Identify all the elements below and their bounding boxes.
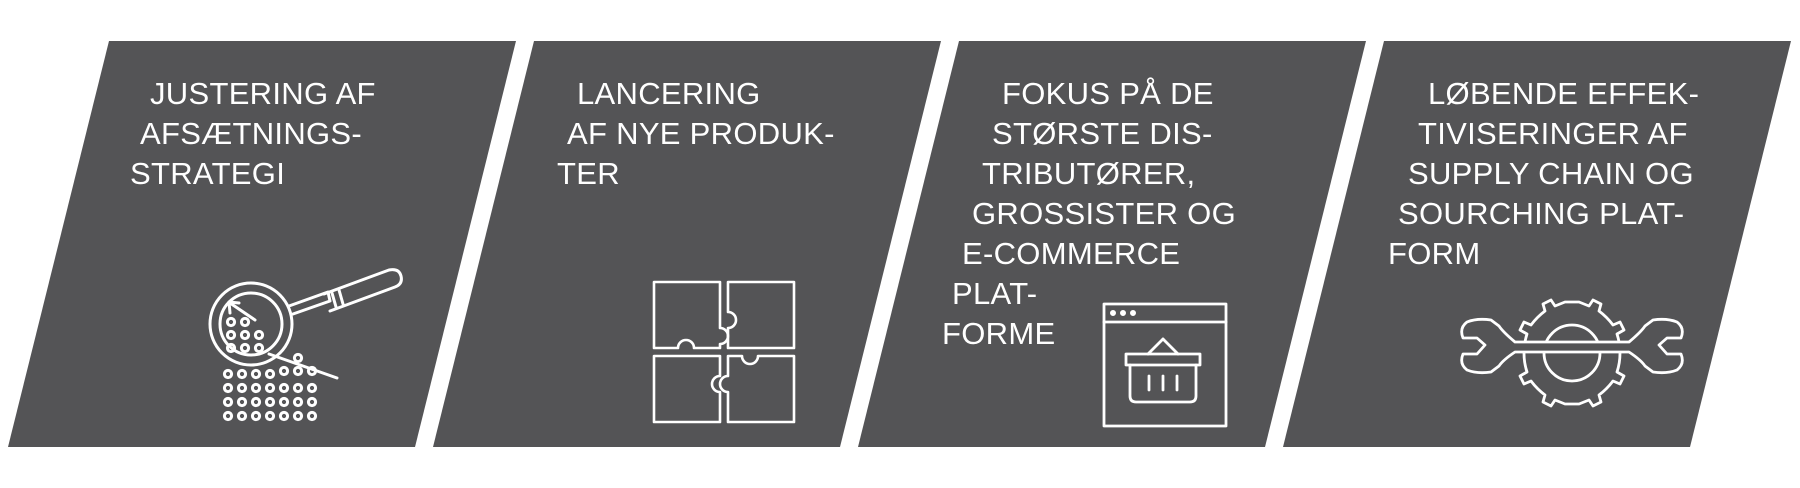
panel-3-line: PLAT-	[952, 276, 1038, 311]
wrench-outline	[1460, 317, 1684, 375]
panel-3-line: TRIBUTØRER,	[982, 156, 1196, 191]
panel-3-line: STØRSTE DIS-	[992, 116, 1213, 151]
panel-4-line: TIVISERINGER AF	[1418, 116, 1688, 151]
panel-3-line: FORME	[942, 316, 1056, 351]
panel-4-shape	[1283, 41, 1791, 447]
panel-1-line: AFSÆTNINGS-	[140, 116, 363, 151]
panel-3-line: FOKUS PÅ DE	[1002, 76, 1214, 111]
panel-3-shape	[858, 41, 1366, 447]
panel-4-line: FORM	[1388, 236, 1481, 271]
panel-1-line: STRATEGI	[130, 156, 286, 191]
magnifier-dots-icon	[208, 268, 403, 422]
panel-4-line: LØBENDE EFFEK-	[1428, 76, 1700, 111]
panel-1-shape	[8, 41, 516, 447]
puzzle-piece-br	[718, 354, 796, 424]
panel-2-shape	[433, 41, 941, 447]
gear-wrench-icon	[1460, 298, 1684, 408]
panel-4-line: SUPPLY CHAIN OG	[1408, 156, 1694, 191]
panel-2-line: TER	[557, 156, 620, 191]
shopping-basket-browser-icon	[1102, 302, 1228, 428]
dots-grid	[222, 352, 318, 422]
panel-3-line: E-COMMERCE	[962, 236, 1181, 271]
panel-3-line: GROSSISTER OG	[972, 196, 1236, 231]
puzzle-piece-bl	[652, 354, 722, 424]
panel-2-line: AF NYE PRODUK-	[567, 116, 835, 151]
panel-3-heading: FOKUS PÅ DE STØRSTE DIS- TRIBUTØRER, GRO…	[940, 74, 1236, 354]
panel-4-line: SOURCHING PLAT-	[1398, 196, 1685, 231]
puzzle-piece-tl	[652, 280, 730, 350]
puzzle-icon	[652, 280, 796, 424]
panel-1-heading: JUSTERING AF AFSÆTNINGS- STRATEGI	[128, 74, 375, 194]
panel-2-line: LANCERING	[577, 76, 761, 111]
dots-inside	[225, 316, 265, 354]
panel-2-heading: LANCERING AF NYE PRODUK- TER	[555, 74, 834, 194]
puzzle-piece-tr	[726, 280, 796, 350]
gear-outline	[1518, 298, 1626, 408]
panel-4-heading: LØBENDE EFFEK- TIVISERINGER AF SUPPLY CH…	[1387, 74, 1699, 274]
panel-1-line: JUSTERING AF	[150, 76, 376, 111]
